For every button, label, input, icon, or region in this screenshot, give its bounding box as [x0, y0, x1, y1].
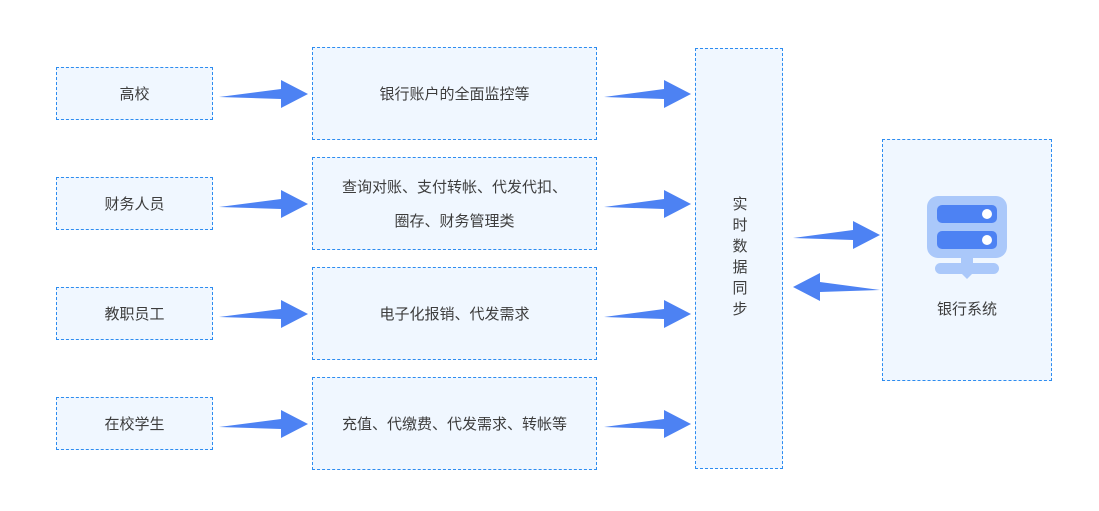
arrow-actor-finance-staff-to-service — [219, 188, 309, 220]
actor-box-students[interactable]: 在校学生 — [56, 397, 213, 450]
bank-system-box[interactable]: 银行系统 — [882, 139, 1052, 381]
bank-system-label: 银行系统 — [936, 300, 997, 318]
actor-box-universities[interactable]: 高校 — [56, 67, 213, 120]
service-label-account-monitoring: 银行账户的全面监控等 — [379, 84, 530, 103]
actor-box-faculty-staff[interactable]: 教职员工 — [56, 287, 213, 340]
sync-box-realtime-data-sync[interactable]: 实时数据同步 — [695, 48, 783, 469]
arrow-bank-system-to-sync — [793, 272, 881, 302]
actor-box-finance-staff[interactable]: 财务人员 — [56, 177, 213, 230]
server-icon — [921, 196, 1013, 280]
actor-label-students: 在校学生 — [104, 414, 165, 433]
service-box-finance-management[interactable]: 查询对账、支付转帐、代发代扣、 圈存、财务管理类 — [312, 157, 597, 250]
arrow-service-reimbursement-to-sync — [604, 298, 692, 330]
actor-label-finance-staff: 财务人员 — [104, 194, 165, 213]
arrow-sync-to-bank-system — [793, 220, 881, 250]
arrow-service-finance-management-to-sync — [604, 188, 692, 220]
actor-label-universities: 高校 — [119, 84, 150, 103]
actor-label-faculty-staff: 教职员工 — [104, 304, 165, 323]
arrow-actor-faculty-staff-to-service — [219, 298, 309, 330]
service-box-student-payments[interactable]: 充值、代缴费、代发需求、转帐等 — [312, 377, 597, 470]
sync-label: 实时数据同步 — [730, 195, 749, 322]
service-box-reimbursement[interactable]: 电子化报销、代发需求 — [312, 267, 597, 360]
service-label-finance-management: 查询对账、支付转帐、代发代扣、 圈存、财务管理类 — [341, 177, 567, 230]
arrow-service-student-payments-to-sync — [604, 408, 692, 440]
service-label-student-payments: 充值、代缴费、代发需求、转帐等 — [341, 414, 567, 433]
arrow-service-account-monitoring-to-sync — [604, 78, 692, 110]
service-box-account-monitoring[interactable]: 银行账户的全面监控等 — [312, 47, 597, 140]
service-label-reimbursement: 电子化报销、代发需求 — [379, 304, 530, 323]
arrow-actor-students-to-service — [219, 408, 309, 440]
arrow-actor-universities-to-service — [219, 78, 309, 110]
